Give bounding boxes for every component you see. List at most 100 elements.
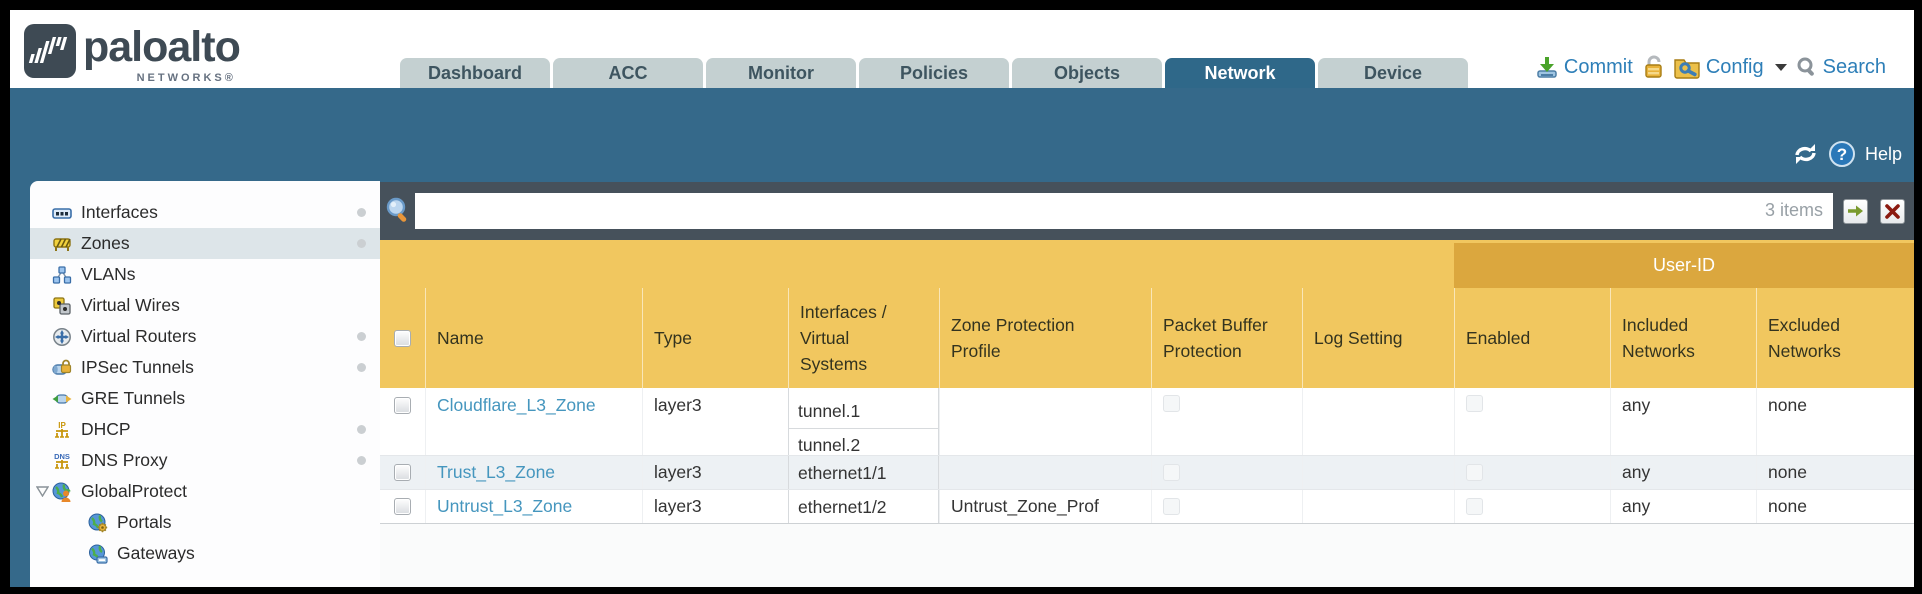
column-header-interfaces[interactable]: Interfaces / Virtual Systems: [788, 288, 939, 388]
status-dot: [357, 456, 366, 465]
column-header-zone-protection-profile[interactable]: Zone Protection Profile: [939, 288, 1151, 388]
paloalto-logo: paloalto NETWORKS®: [24, 24, 241, 84]
tab-monitor[interactable]: Monitor: [706, 58, 856, 88]
included-networks: any: [1610, 490, 1756, 523]
packet-buffer-protection-checkbox[interactable]: [1163, 464, 1180, 481]
virtual-routers-icon: [52, 327, 72, 347]
zone-name-link[interactable]: Untrust_L3_Zone: [437, 496, 573, 516]
sidebar-item-label: DHCP: [81, 419, 131, 439]
sidebar-item-label: IPSec Tunnels: [81, 357, 194, 377]
globalprotect-icon: [52, 482, 72, 502]
zone-name-link[interactable]: Trust_L3_Zone: [437, 462, 556, 482]
sidebar-item-label: Portals: [117, 512, 172, 532]
tab-acc[interactable]: ACC: [553, 58, 703, 88]
sidebar-item-interfaces[interactable]: Interfaces: [30, 197, 380, 228]
tab-network[interactable]: Network: [1165, 58, 1315, 88]
status-dot: [357, 239, 366, 248]
table-row-untrust: Untrust_L3_Zone layer3 ethernet1/2 Untru…: [380, 490, 1914, 524]
user-id-enabled-checkbox[interactable]: [1466, 498, 1483, 515]
select-all-header[interactable]: [380, 288, 425, 388]
commit-icon[interactable]: [1535, 55, 1559, 79]
column-header-enabled[interactable]: Enabled: [1454, 288, 1610, 388]
sidebar-item-gateways[interactable]: Gateways: [30, 538, 380, 569]
packet-buffer-protection-checkbox[interactable]: [1163, 498, 1180, 515]
search-button[interactable]: Search: [1822, 55, 1886, 78]
commit-button[interactable]: Commit: [1563, 55, 1633, 78]
sidebar-item-label: DNS Proxy: [81, 450, 168, 470]
filter-magnifier-icon: [386, 197, 407, 222]
band-actions: ? Help: [1792, 140, 1902, 168]
user-id-group-header: User-ID: [1454, 243, 1914, 288]
ipsec-tunnels-icon: [52, 358, 72, 378]
sidebar-item-virtual-routers[interactable]: Virtual Routers: [30, 321, 380, 352]
search-icon[interactable]: [1796, 56, 1818, 78]
gateways-icon: [88, 544, 108, 564]
clear-filter-button[interactable]: [1880, 198, 1905, 224]
log-setting: [1302, 490, 1454, 523]
sidebar-item-globalprotect[interactable]: GlobalProtect: [30, 476, 380, 507]
app-frame: paloalto NETWORKS® Dashboard ACC Monitor…: [10, 10, 1914, 587]
tab-policies[interactable]: Policies: [859, 58, 1009, 88]
select-all-checkbox[interactable]: [394, 329, 411, 347]
gre-tunnels-icon: [52, 389, 72, 409]
sidebar-item-portals[interactable]: Portals: [30, 507, 380, 538]
user-id-enabled-checkbox[interactable]: [1466, 464, 1483, 481]
excluded-networks: none: [1756, 456, 1914, 489]
column-header-log-setting[interactable]: Log Setting: [1302, 288, 1454, 388]
config-icon[interactable]: [1674, 55, 1701, 79]
zone-protection-profile: Untrust_Zone_Prof: [939, 490, 1151, 523]
help-icon[interactable]: ?: [1828, 141, 1855, 167]
sidebar-item-dhcp[interactable]: IP DHCP: [30, 414, 380, 445]
top-bar: paloalto NETWORKS® Dashboard ACC Monitor…: [10, 10, 1914, 88]
status-dot: [357, 332, 366, 341]
dns-proxy-icon: DNS: [52, 451, 72, 471]
sidebar-item-vlans[interactable]: VLANs: [30, 259, 380, 290]
sidebar-item-zones[interactable]: Zones: [30, 228, 380, 259]
filter-input[interactable]: [415, 193, 1833, 229]
column-header-packet-buffer-protection[interactable]: Packet Buffer Protection: [1151, 288, 1302, 388]
interface-entry: ethernet1/1: [798, 462, 887, 483]
column-header-excluded-networks[interactable]: Excluded Networks: [1756, 288, 1914, 388]
tab-device[interactable]: Device: [1318, 58, 1468, 88]
config-caret-icon[interactable]: [1774, 63, 1787, 71]
interface-entry: tunnel.2: [789, 429, 938, 455]
items-count: 3 items: [1764, 200, 1823, 220]
zone-interfaces-cell: ethernet1/2: [788, 490, 939, 523]
excluded-networks: none: [1756, 388, 1914, 455]
virtual-wires-icon: [52, 296, 72, 316]
user-id-enabled-checkbox[interactable]: [1466, 395, 1483, 412]
main-content: 3 items User-ID Name Type Interfaces /: [380, 182, 1914, 587]
status-dot: [357, 425, 366, 434]
status-dot: [357, 208, 366, 217]
row-checkbox[interactable]: [394, 397, 411, 414]
sidebar-item-label: GlobalProtect: [81, 481, 188, 501]
help-label[interactable]: Help: [1864, 143, 1902, 164]
column-header-included-networks[interactable]: Included Networks: [1610, 288, 1756, 388]
column-header-type[interactable]: Type: [642, 288, 788, 388]
svg-text:?: ?: [1837, 145, 1847, 164]
tab-dashboard[interactable]: Dashboard: [400, 58, 550, 88]
row-checkbox[interactable]: [394, 498, 411, 515]
sidebar-item-dns-proxy[interactable]: DNS DNS Proxy: [30, 445, 380, 476]
table-row-cloudflare: Cloudflare_L3_Zone layer3 tunnel.1 tunne…: [380, 388, 1914, 456]
portals-icon: [88, 513, 108, 533]
packet-buffer-protection-checkbox[interactable]: [1163, 395, 1180, 412]
zone-name-link[interactable]: Cloudflare_L3_Zone: [437, 395, 596, 415]
included-networks: any: [1610, 388, 1756, 455]
expand-caret-icon[interactable]: [36, 486, 52, 497]
column-header-name[interactable]: Name: [425, 288, 642, 388]
refresh-icon[interactable]: [1792, 143, 1819, 165]
interface-entry: tunnel.1: [789, 395, 938, 429]
config-menu[interactable]: Config: [1705, 55, 1764, 78]
apply-filter-button[interactable]: [1843, 198, 1868, 224]
sidebar-item-virtual-wires[interactable]: Virtual Wires: [30, 290, 380, 321]
sidebar-item-gre-tunnels[interactable]: GRE Tunnels: [30, 383, 380, 414]
sidebar-item-ipsec-tunnels[interactable]: IPSec Tunnels: [30, 352, 380, 383]
lock-icon[interactable]: [1642, 55, 1665, 79]
svg-text:DNS: DNS: [54, 452, 70, 461]
tab-objects[interactable]: Objects: [1012, 58, 1162, 88]
paloalto-logo-icon: [24, 24, 76, 78]
zones-table-header: User-ID Name Type Interfaces / Virtual S…: [380, 240, 1914, 388]
row-checkbox[interactable]: [394, 464, 411, 481]
